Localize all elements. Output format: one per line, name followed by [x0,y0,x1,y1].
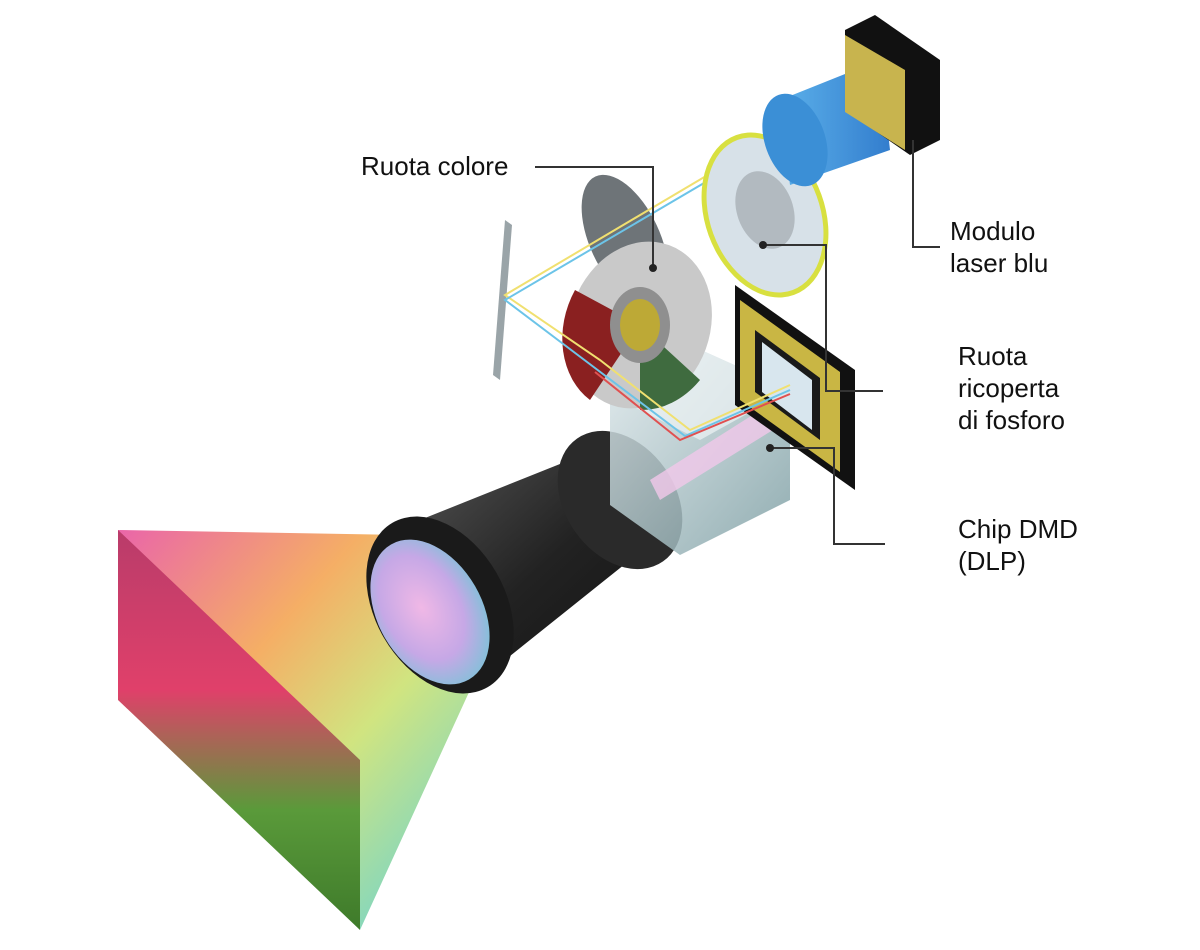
leader-dmd [770,447,885,545]
label-phosphor-line3: di fosforo [958,405,1065,435]
label-blue-laser-line1: Modulo [950,216,1036,246]
label-dmd-line2: (DLP) [958,546,1026,576]
label-blue-laser: Modulo laser blu [950,215,1048,279]
leader-blue-laser [912,140,940,248]
label-color-wheel-text: Ruota colore [361,151,509,181]
leader-lines [535,140,940,545]
color-wheel [562,241,712,411]
label-color-wheel: Ruota colore [361,150,508,182]
label-dmd-line1: Chip DMD [958,514,1078,544]
label-phosphor-line1: Ruota [958,341,1028,371]
blue-laser-module [762,15,940,187]
label-dmd-chip: Chip DMD (DLP) [958,513,1078,577]
light-paths [503,149,791,442]
label-blue-laser-line2: laser blu [950,248,1049,278]
label-phosphor-line2: ricoperta [958,373,1060,403]
projected-image [118,530,360,930]
leader-color-wheel [535,166,654,268]
leader-dots [649,241,774,452]
leader-phosphor [763,244,883,392]
label-phosphor-wheel: Ruota ricoperta di fosforo [958,340,1065,436]
mirror [493,220,512,380]
